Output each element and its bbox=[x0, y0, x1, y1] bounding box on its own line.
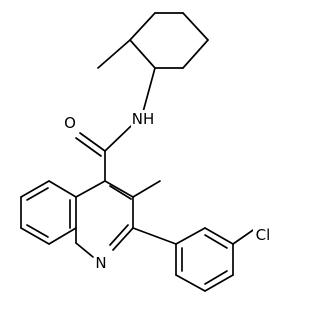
bond bbox=[129, 39, 156, 69]
methyl-bond bbox=[97, 39, 131, 69]
amide-nitrogen-label: NH bbox=[132, 110, 155, 128]
carbonyl-bond bbox=[75, 137, 102, 157]
bond bbox=[182, 12, 209, 41]
amide-group bbox=[75, 67, 156, 157]
bond bbox=[20, 227, 50, 245]
bond bbox=[112, 227, 134, 251]
bond bbox=[20, 180, 50, 198]
chlorine-label: Cl bbox=[256, 226, 271, 244]
bond bbox=[104, 125, 132, 152]
bond bbox=[132, 227, 177, 245]
ring-nitrogen-label: N bbox=[95, 254, 106, 272]
bond bbox=[109, 185, 132, 200]
chlorine-bond bbox=[232, 227, 257, 245]
bond bbox=[204, 234, 228, 249]
bond bbox=[175, 274, 206, 292]
bond bbox=[175, 227, 206, 245]
bond bbox=[204, 270, 228, 285]
bond bbox=[142, 67, 156, 113]
bond bbox=[204, 227, 234, 245]
bond bbox=[182, 39, 209, 69]
bond bbox=[204, 274, 234, 292]
atom-labels: O NH N Cl bbox=[62, 110, 274, 272]
chlorophenyl-ring bbox=[132, 227, 257, 292]
benzo-ring bbox=[20, 180, 77, 245]
bond bbox=[26, 187, 49, 201]
bond bbox=[48, 227, 77, 245]
bond bbox=[129, 12, 156, 41]
bond bbox=[48, 180, 77, 198]
oxygen-label: O bbox=[64, 114, 76, 132]
bond bbox=[109, 224, 129, 246]
chemical-structure-drawing: O NH N Cl bbox=[20, 12, 274, 292]
cyclohexyl-ring bbox=[97, 12, 209, 69]
carbonyl-bond bbox=[79, 132, 106, 152]
bond bbox=[26, 224, 49, 238]
bond bbox=[75, 242, 94, 258]
methyl-bond bbox=[132, 180, 161, 198]
pyridine-ring bbox=[75, 150, 161, 258]
bond bbox=[75, 180, 106, 198]
bond bbox=[104, 180, 134, 198]
